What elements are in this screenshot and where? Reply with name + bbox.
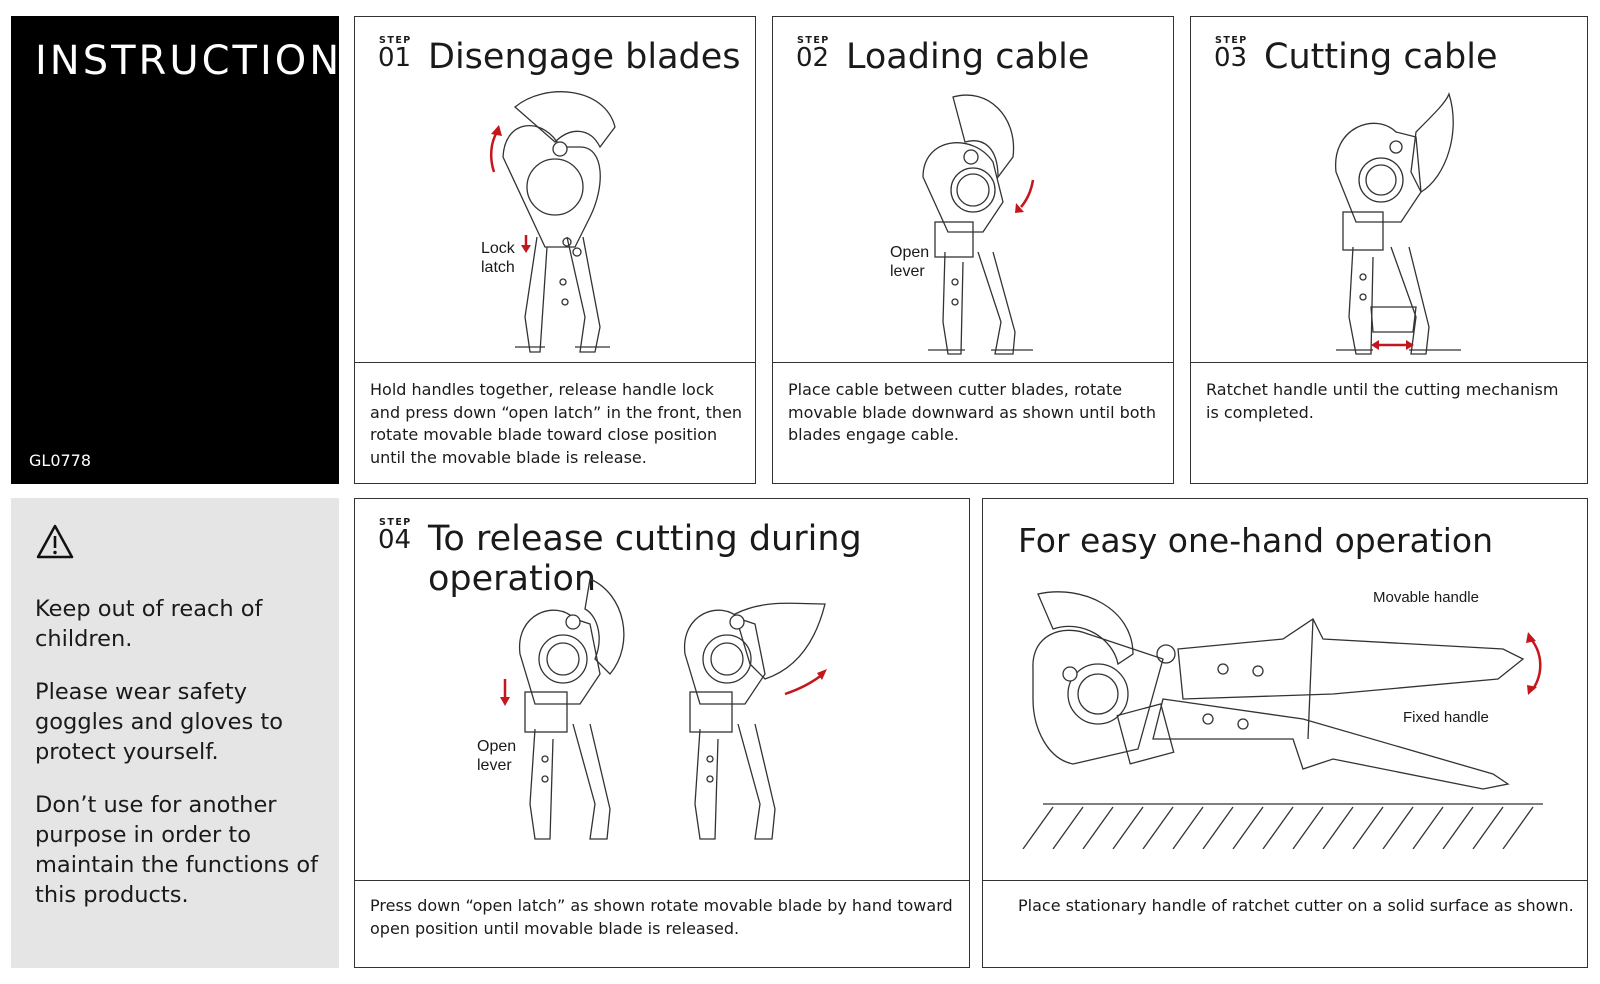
step-tag: STEP <box>797 35 830 46</box>
step-title: Disengage blades <box>428 37 741 77</box>
warning-line-children: Keep out of reach of children. <box>35 596 263 652</box>
cutter-loading-illustration <box>922 94 1035 355</box>
cutter-cutting-illustration <box>1335 92 1461 355</box>
step-03-card: STEP 03 Cutting cable Ratchet handle unt… <box>1190 16 1588 484</box>
step-description: Press down “open latch” as shown rotate … <box>370 896 953 938</box>
fixed-handle-label: Fixed handle <box>1403 709 1489 726</box>
card-divider <box>1191 362 1587 363</box>
warning-line-purpose: Don’t use for another purpose in order t… <box>35 792 319 908</box>
step-title: To release cutting during operation <box>428 519 862 599</box>
cutter-release-illustration <box>500 578 827 840</box>
card-divider <box>355 362 755 363</box>
open-lever-label: Open lever <box>890 244 930 280</box>
warning-text: Keep out of reach of children. Please we… <box>35 594 325 933</box>
warning-triangle-icon <box>36 524 74 559</box>
cutter-disengage-illustration <box>489 91 616 353</box>
step-tag: STEP <box>379 517 412 528</box>
step-title: Loading cable <box>846 37 1090 77</box>
one-hand-card: For easy one-hand operation <box>982 498 1588 968</box>
cutter-one-hand-illustration <box>1022 591 1543 849</box>
step-02-card: STEP 02 Loading cable Open lever Place c… <box>772 16 1174 484</box>
step-number: 02 <box>796 43 830 73</box>
step-description: Place cable between cutter blades, rotat… <box>788 380 1156 444</box>
instruction-panel: INSTRUCTION GL0778 <box>11 16 339 484</box>
lock-latch-label: Lock latch <box>481 240 515 276</box>
step-number: 04 <box>378 525 412 555</box>
card-divider <box>773 362 1173 363</box>
open-lever-label: Open lever <box>477 738 517 774</box>
card-divider <box>983 880 1587 881</box>
warning-line-safety: Please wear safety goggles and gloves to… <box>35 679 283 765</box>
step-01-card: STEP 01 Disengage blades Lock latch Hold… <box>354 16 756 484</box>
product-code: GL0778 <box>29 451 92 470</box>
card-divider <box>355 880 969 881</box>
step-number: 03 <box>1214 43 1248 73</box>
warning-panel: Keep out of reach of children. Please we… <box>11 498 339 968</box>
instruction-title: INSTRUCTION <box>35 38 343 84</box>
step-04-card: STEP 04 To release cutting during operat… <box>354 498 970 968</box>
step-title: Cutting cable <box>1264 37 1498 77</box>
step-number: 01 <box>378 43 412 73</box>
movable-handle-label: Movable handle <box>1373 589 1479 606</box>
one-hand-title: For easy one-hand operation <box>1018 521 1494 560</box>
step-description: Ratchet handle until the cutting mechani… <box>1206 380 1559 422</box>
one-hand-description: Place stationary handle of ratchet cutte… <box>1018 896 1574 915</box>
step-tag: STEP <box>379 35 412 46</box>
step-description: Hold handles together, release handle lo… <box>370 380 743 467</box>
step-tag: STEP <box>1215 35 1248 46</box>
